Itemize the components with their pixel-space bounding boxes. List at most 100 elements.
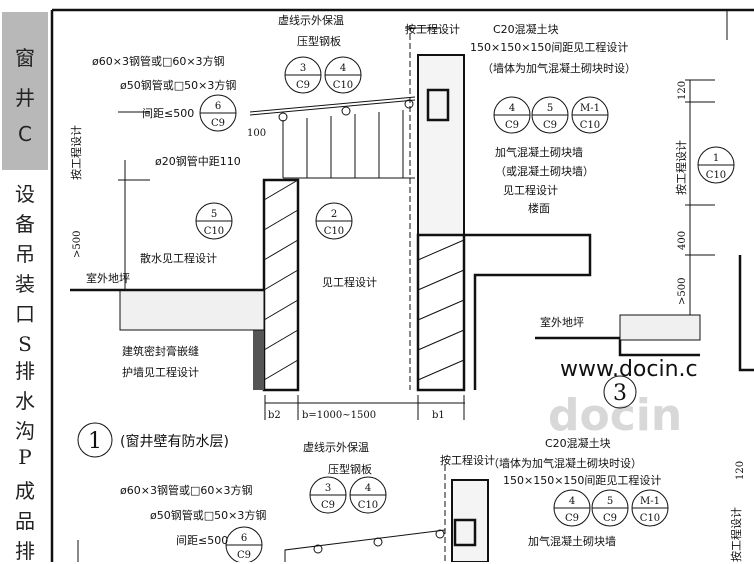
detail-ref-r4c9: 4C9 xyxy=(553,489,591,527)
ref-number: 3 xyxy=(325,483,331,494)
sidebar-item-char: 成 xyxy=(15,479,35,503)
ref-sheet: C9 xyxy=(211,118,225,129)
dim-b1: b1 xyxy=(432,410,445,421)
ref-number: M-1 xyxy=(640,496,660,507)
dim-per-design-right: 按工程设计 xyxy=(674,140,688,195)
ref-number: 4 xyxy=(365,483,371,494)
dim-gt500-right: >500 xyxy=(677,278,688,305)
ref-number: 3 xyxy=(300,63,306,74)
ref-number: 4 xyxy=(340,63,346,74)
label-pipe60: ø60×3钢管或□60×3方钢 xyxy=(92,54,225,68)
tab-char: 窗 xyxy=(15,46,35,70)
ref-sheet: C10 xyxy=(706,170,726,181)
ref-sheet: C9 xyxy=(237,550,251,561)
ref-sheet: C9 xyxy=(565,513,579,524)
watermark-url: www.docin.c xyxy=(560,357,698,382)
detail-ref-r3c9: 3C9 xyxy=(309,476,347,514)
label-insulation-b: 虚线示外保温 xyxy=(303,440,369,454)
detail-1-circle xyxy=(77,422,113,458)
ref-sheet: C10 xyxy=(324,226,344,237)
dim-b2: b2 xyxy=(268,410,281,421)
detail-3-drawing xyxy=(535,79,754,372)
tab-char: C xyxy=(18,122,32,146)
sidebar-item-char: 备 xyxy=(15,212,35,236)
label-or-wall: （或混凝土砌块墙） xyxy=(495,164,594,178)
sidebar-item-char: S xyxy=(18,332,32,356)
label-c20-b: C20混凝土块 xyxy=(545,436,611,450)
label-steel-deck: 压型钢板 xyxy=(297,34,341,48)
ref-sheet: C10 xyxy=(640,513,660,524)
sidebar-item-char: 吊 xyxy=(15,242,35,266)
ref-number: 5 xyxy=(211,209,217,220)
ref-number: 2 xyxy=(331,209,337,220)
label-block-size-b: 150×150×150间距见工程设计 xyxy=(503,474,661,487)
sidebar-item-char: 品 xyxy=(15,509,35,533)
detail-ref-r4c9: 4C9 xyxy=(493,96,531,134)
ref-sheet: C9 xyxy=(296,80,310,91)
sidebar-item-char: 水 xyxy=(15,389,35,413)
sidebar-item-char: 口 xyxy=(15,302,35,326)
ref-number: 6 xyxy=(215,101,221,112)
ref-sheet: C9 xyxy=(603,513,617,524)
sidebar-item-char: 排 xyxy=(15,539,35,563)
label-aac-wall: 加气混凝土砌块墙 xyxy=(495,145,583,159)
detail-ref-r6c9: 6C9 xyxy=(225,526,263,562)
detail-ref-r5c9: 5C9 xyxy=(591,489,629,527)
sidebar-item-char: 排 xyxy=(15,359,35,383)
label-outdoor-grade-right: 室外地坪 xyxy=(540,315,584,329)
label-block-size: 150×150×150间距见工程设计 xyxy=(470,41,628,54)
ref-sheet: C10 xyxy=(580,120,600,131)
ref-number: 6 xyxy=(241,533,247,544)
label-guard-wall: 护墙见工程设计 xyxy=(122,365,199,379)
dim-per-design-b: 按工程设计 xyxy=(729,507,743,562)
label-floor: 楼面 xyxy=(528,201,550,215)
label-aac-wall-b: 加气混凝土砌块墙 xyxy=(528,534,616,548)
tab-char: 井 xyxy=(15,86,35,110)
label-steel-deck-b: 压型钢板 xyxy=(328,462,372,476)
detail-ref-r3c9: 3C9 xyxy=(284,56,322,94)
dim-120: 120 xyxy=(677,81,688,100)
label-outdoor-grade: 室外地坪 xyxy=(86,271,130,285)
detail-1-caption: (窗井壁有防水层) xyxy=(120,433,229,450)
label-c20: C20混凝土块 xyxy=(493,22,559,36)
sidebar-tab-window-well[interactable]: 窗 井 C xyxy=(2,12,48,170)
dim-b: b=1000~1500 xyxy=(302,410,376,421)
label-see-design: 见工程设计 xyxy=(322,276,377,289)
ref-sheet: C10 xyxy=(333,80,353,91)
dim-gt500: >500 xyxy=(72,231,83,258)
detail-3-circle xyxy=(603,375,637,409)
sidebar-item-char: 设 xyxy=(15,182,35,206)
label-spacing: 间距≤500 xyxy=(142,107,194,120)
watermark-logo: docin xyxy=(548,390,682,441)
label-per-design: 按工程设计 xyxy=(405,22,460,36)
label-pipe50-b: ø50钢管或□50×3方钢 xyxy=(150,508,266,522)
label-see-design-2: 见工程设计 xyxy=(503,184,558,197)
detail-ref-r6c9: 6C9 xyxy=(199,94,237,132)
detail-ref-r5c9: 5C9 xyxy=(531,96,569,134)
ref-sheet: C9 xyxy=(321,500,335,511)
ref-number: M-1 xyxy=(580,103,600,114)
label-insulation: 虚线示外保温 xyxy=(278,13,344,27)
label-apron: 散水见工程设计 xyxy=(140,251,217,265)
sidebar-item-char: P xyxy=(18,445,32,469)
label-pipe20: ø20钢管中距110 xyxy=(155,154,241,168)
ref-sheet: C9 xyxy=(543,120,557,131)
label-sealant: 建筑密封膏嵌缝 xyxy=(122,344,199,358)
ref-number: 5 xyxy=(547,103,553,114)
label-spacing-b: 间距≤500 xyxy=(176,534,228,547)
ref-sheet: C9 xyxy=(505,120,519,131)
sidebar-item-char: 沟 xyxy=(15,419,35,443)
label-block-note: （墙体为加气混凝土砌块时设） xyxy=(482,61,636,75)
ref-number: 1 xyxy=(713,153,719,164)
dim-120-b: 120 xyxy=(735,461,746,480)
label-pipe60-b: ø60×3钢管或□60×3方钢 xyxy=(120,483,253,497)
sidebar-item-char: 装 xyxy=(15,272,35,296)
ref-sheet: C10 xyxy=(204,226,224,237)
